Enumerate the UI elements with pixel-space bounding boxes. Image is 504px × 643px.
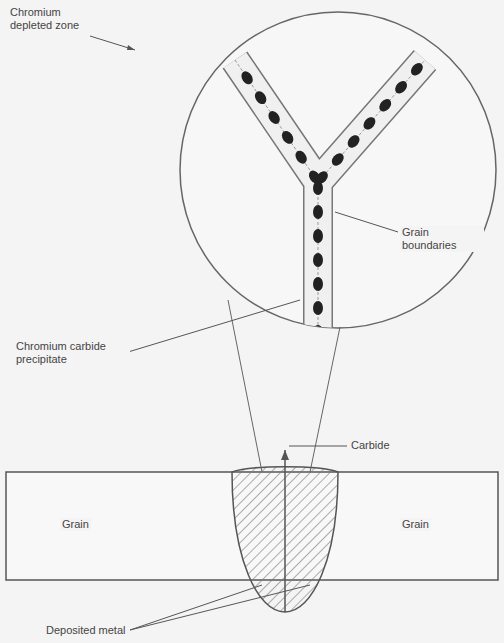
carbide-particle: [377, 97, 394, 114]
carbide-particle: [361, 115, 378, 132]
carbide-particle: [313, 181, 323, 195]
carbide-particle: [409, 61, 426, 78]
leader-line: [130, 585, 310, 630]
carbide-particle: [313, 229, 323, 243]
depleted-zone-label: Chromium depleted zone: [8, 6, 97, 32]
zoom-line: [228, 300, 262, 472]
carbide-particle: [239, 69, 255, 86]
carbide-particle: [313, 301, 323, 315]
carbide-particle: [313, 253, 323, 267]
deposited-metal-label: Deposited metal: [44, 624, 128, 637]
carbide-line: [284, 450, 286, 612]
carbide-particle: [313, 205, 323, 219]
leader-arrow: [127, 45, 135, 50]
zoom-line: [310, 327, 340, 472]
carbide-particle: [345, 133, 362, 150]
precipitate-label: Chromium carbide precipitate: [14, 340, 130, 366]
carbide-particle: [393, 79, 410, 96]
carbide-particle: [329, 151, 346, 168]
carbide-particle: [266, 109, 282, 126]
grain-label: Grain: [60, 518, 91, 531]
carbide-particle: [313, 325, 323, 339]
carbide-arrow: [281, 450, 289, 460]
leader-line: [335, 212, 398, 232]
grain-boundary-zone: [235, 60, 425, 340]
carbide-particle: [293, 149, 309, 166]
carbide-particle: [253, 89, 269, 106]
boundary-label: Grain boundaries: [400, 226, 484, 252]
leader-line: [289, 446, 347, 447]
leader-line: [130, 585, 262, 630]
carbide-particle: [280, 129, 296, 146]
leader-line: [90, 36, 135, 50]
leader-line: [128, 300, 300, 352]
carbide-particle: [313, 277, 323, 291]
carbide-label: Carbide: [349, 439, 392, 452]
grain-label: Grain: [400, 518, 431, 531]
